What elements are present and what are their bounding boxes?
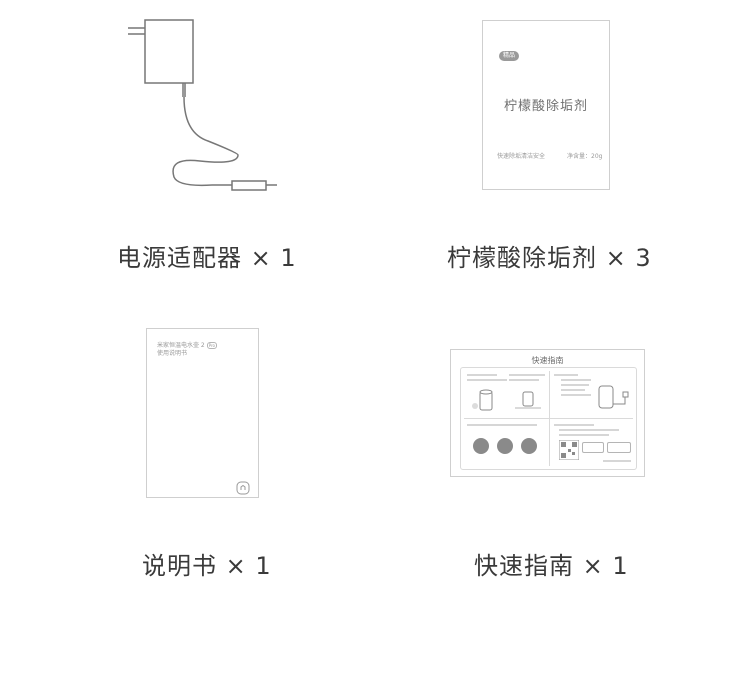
package-left-note: 快速除垢清洁安全: [497, 153, 546, 160]
mi-home-logo-icon: [236, 481, 250, 495]
descaler-caption: 柠檬酸除垢剂 × 3: [447, 244, 652, 272]
descaler-package: 精品 柠檬酸除垢剂 快速除垢清洁安全 净含量：20g: [482, 20, 610, 190]
power-adapter-icon: [128, 19, 277, 191]
manual-subtitle: 使用说明书: [157, 350, 188, 357]
kettle-plug-icon: [598, 385, 629, 409]
manual-title-tag: Pro: [206, 342, 218, 349]
quick-guide-content: [460, 367, 637, 470]
package-title: 柠檬酸除垢剂: [503, 99, 588, 114]
quick-guide-sheet: 快速指南: [450, 349, 645, 477]
manual-title-line: 米家恒温电水壶 2 Pro: [157, 340, 218, 349]
manual-title-text: 米家恒温电水壶 2: [157, 342, 205, 349]
power-adapter-caption: 电源适配器 × 1: [117, 244, 297, 272]
manual-caption: 说明书 × 1: [142, 552, 272, 580]
quick-guide-caption: 快速指南 × 1: [474, 552, 629, 580]
package-right-note: 净含量：20g: [567, 153, 603, 160]
guide-divider-horizontal: [464, 418, 633, 419]
mi-home-app-badge: [607, 442, 631, 453]
kettle-icon: [472, 389, 493, 411]
manual-booklet: 米家恒温电水壶 2 Pro 使用说明书: [146, 328, 259, 498]
qr-code-icon: [559, 440, 579, 460]
descaling-step-icon: [515, 391, 541, 409]
quick-guide-title: 快速指南: [531, 356, 564, 365]
power-adapter-illustration: [120, 15, 285, 195]
package-badge: 精品: [499, 51, 519, 61]
app-store-badge: [582, 442, 604, 453]
